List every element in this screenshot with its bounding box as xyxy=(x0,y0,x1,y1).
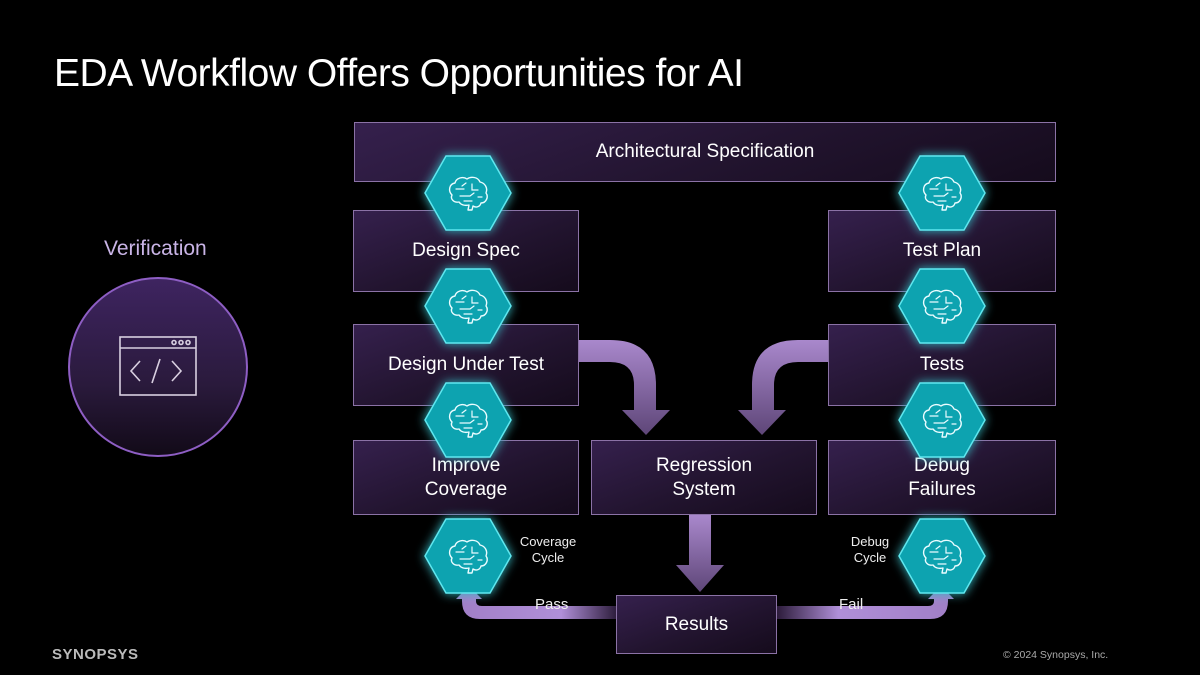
pass-label: Pass xyxy=(535,596,569,613)
hexagon-coverage-cycle xyxy=(425,519,511,593)
hexagon-test-plan xyxy=(899,269,985,343)
page-title: EDA Workflow Offers Opportunities for AI xyxy=(54,52,744,95)
design-spec-label: Design Spec xyxy=(412,240,520,261)
results-box: Results xyxy=(616,595,777,654)
regression-system-label: Regression System xyxy=(655,454,753,500)
tests-label: Tests xyxy=(919,354,965,375)
fail-arrow xyxy=(776,586,954,619)
debug-failures-label: Debug Failures xyxy=(908,454,976,500)
dut-to-regression-arrow xyxy=(578,340,670,435)
fail-label: Fail xyxy=(839,596,864,613)
hexagon-arch-left xyxy=(425,156,511,230)
copyright-text: © 2024 Synopsys, Inc. xyxy=(1003,649,1109,661)
hexagon-design-spec xyxy=(425,269,511,343)
code-window-icon xyxy=(119,336,197,396)
regression-to-results-arrow xyxy=(676,515,724,592)
improve-coverage-box: Improve Coverage xyxy=(353,440,579,515)
improve-coverage-label: Improve Coverage xyxy=(424,454,508,500)
hexagon-tests xyxy=(899,383,985,457)
hexagon-arch-right xyxy=(899,156,985,230)
architectural-spec-label: Architectural Specification xyxy=(595,141,815,162)
coverage-cycle-label: Coverage Cycle xyxy=(519,534,577,565)
debug-cycle-label: Debug Cycle xyxy=(850,534,890,565)
verification-label: Verification xyxy=(104,237,207,260)
design-under-test-label: Design Under Test xyxy=(388,354,544,375)
results-label: Results xyxy=(664,613,729,635)
hexagon-dut xyxy=(425,383,511,457)
test-plan-label: Test Plan xyxy=(902,240,982,261)
regression-system-box: Regression System xyxy=(591,440,817,515)
tests-to-regression-arrow xyxy=(738,340,830,435)
verification-circle xyxy=(68,277,248,457)
synopsys-logo: SYNOPSYS xyxy=(52,646,139,663)
hexagon-debug-cycle xyxy=(899,519,985,593)
pass-arrow xyxy=(456,586,618,619)
